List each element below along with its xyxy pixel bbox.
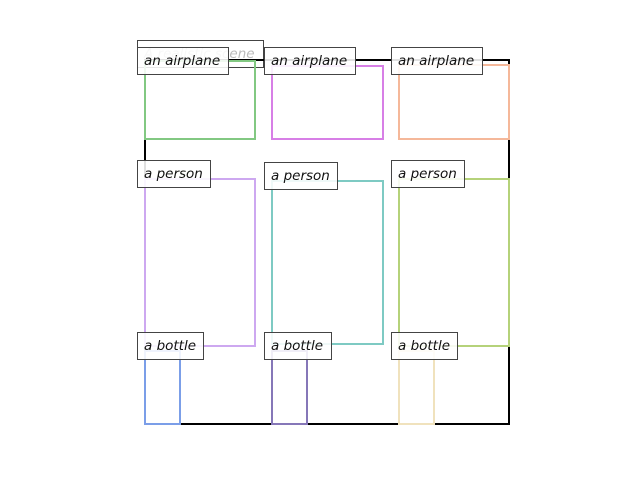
bounding-box-3 [398,64,510,140]
object-label-7: a bottle [137,332,204,360]
object-label-4: a person [137,160,211,188]
bounding-box-2 [271,65,384,140]
bounding-box-6 [398,178,510,347]
object-label-3: an airplane [391,47,483,75]
object-label-8: a bottle [264,332,332,360]
object-label-5: a person [264,162,338,190]
object-label-9: a bottle [391,332,458,360]
bounding-box-7 [144,350,181,425]
object-label-1: an airplane [137,47,229,75]
object-label-2: an airplane [264,47,356,75]
bounding-box-9 [398,350,435,425]
bounding-box-4 [144,178,256,347]
bounding-box-8 [271,350,308,425]
bounding-box-5 [271,180,384,345]
object-label-6: a person [391,160,465,188]
